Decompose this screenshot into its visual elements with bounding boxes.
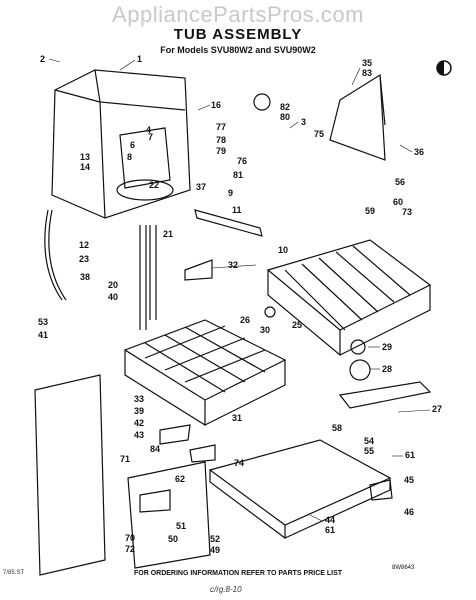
callout-label: 29 <box>382 342 392 352</box>
callout-label: 80 <box>280 112 290 122</box>
callout-label: 10 <box>278 245 288 255</box>
callout-label: 16 <box>211 100 221 110</box>
callout-label: 20 <box>108 280 118 290</box>
hose <box>44 209 63 301</box>
side-bracket <box>329 73 386 161</box>
callout-label: 25 <box>292 320 302 330</box>
callout-label: 76 <box>237 156 247 166</box>
footer-note: FOR ORDERING INFORMATION REFER TO PARTS … <box>133 570 343 577</box>
callout-label: 46 <box>404 507 414 517</box>
callout-label: 55 <box>364 446 374 456</box>
tub-body <box>51 69 191 219</box>
binder-hole-icon <box>436 60 452 76</box>
callout-label: 70 <box>125 533 135 543</box>
callout-label: 2 <box>40 54 45 64</box>
callout-label: 84 <box>150 444 160 454</box>
callout-label: 33 <box>134 394 144 404</box>
callout-label: 83 <box>362 68 372 78</box>
callout-label: 22 <box>149 180 159 190</box>
callout-label: 58 <box>332 423 342 433</box>
callout-label: 74 <box>234 458 244 468</box>
callout-label: 6 <box>130 140 135 150</box>
callout-label: 11 <box>232 205 242 215</box>
upper-rack <box>266 239 432 357</box>
diagram-subtitle: For Models SVU80W2 and SVU90W2 <box>160 45 316 55</box>
callout-label: 30 <box>260 325 270 335</box>
callout-label: 26 <box>240 315 250 325</box>
callout-label: 4 <box>146 125 151 135</box>
diagram-title: TUB ASSEMBLY <box>173 26 303 43</box>
callout-label: 38 <box>80 272 90 282</box>
callout-label: 14 <box>80 162 90 172</box>
handwritten-note: c/rg.8-10 <box>210 585 242 594</box>
callout-label: 59 <box>365 206 375 216</box>
callout-label: 9 <box>228 188 233 198</box>
callout-label: 27 <box>432 404 442 414</box>
callout-label: 77 <box>216 122 226 132</box>
callout-label: 32 <box>228 260 238 270</box>
inner-door <box>127 461 211 569</box>
callout-label: 23 <box>79 254 89 264</box>
callout-label: 28 <box>382 364 392 374</box>
callout-label: 61 <box>325 525 335 535</box>
callout-label: 73 <box>402 207 412 217</box>
callout-label: 62 <box>175 474 185 484</box>
callout-label: 81 <box>233 170 243 180</box>
lower-rack <box>123 319 287 427</box>
callout-label: 3 <box>301 117 306 127</box>
callout-label: 40 <box>108 292 118 302</box>
callout-label: 79 <box>216 146 226 156</box>
callout-label: 7 <box>148 132 153 142</box>
callout-label: 41 <box>38 330 48 340</box>
base-pan <box>208 439 392 526</box>
callout-label: 82 <box>280 102 290 112</box>
callout-label: 1 <box>137 54 142 64</box>
callout-label: 35 <box>362 58 372 68</box>
callout-label: 43 <box>134 430 144 440</box>
watermark: AppliancePartsPros.com <box>112 2 364 27</box>
callout-label: 71 <box>120 454 130 464</box>
callout-label: 75 <box>314 129 324 139</box>
callout-label: 61 <box>405 450 415 460</box>
callout-label: 49 <box>210 545 220 555</box>
callout-label: 78 <box>216 135 226 145</box>
heater-rod <box>139 225 147 330</box>
rack-rail <box>194 209 263 237</box>
margin-note: 7/85.ST <box>3 570 25 576</box>
callout-label: 72 <box>125 544 135 554</box>
callout-label: 60 <box>393 197 403 207</box>
callout-label: 51 <box>176 521 186 531</box>
callout-label: 53 <box>38 317 48 327</box>
callout-label: 36 <box>414 147 424 157</box>
callout-label: 50 <box>168 534 178 544</box>
callout-label: 44 <box>325 515 335 525</box>
callout-label: 37 <box>196 182 206 192</box>
callout-label: 12 <box>79 240 89 250</box>
door-panel <box>34 374 106 576</box>
callout-label: 31 <box>232 413 242 423</box>
callout-label: 39 <box>134 406 144 416</box>
callout-label: 52 <box>210 534 220 544</box>
diagram-code: 8W8643 <box>392 565 415 571</box>
callout-label: 21 <box>163 229 173 239</box>
callout-label: 45 <box>404 475 414 485</box>
callout-label: 13 <box>80 152 90 162</box>
callout-label: 8 <box>127 152 132 162</box>
spray-arm <box>338 381 432 409</box>
callout-label: 54 <box>364 436 374 446</box>
callout-label: 56 <box>395 177 405 187</box>
callout-label: 42 <box>134 418 144 428</box>
